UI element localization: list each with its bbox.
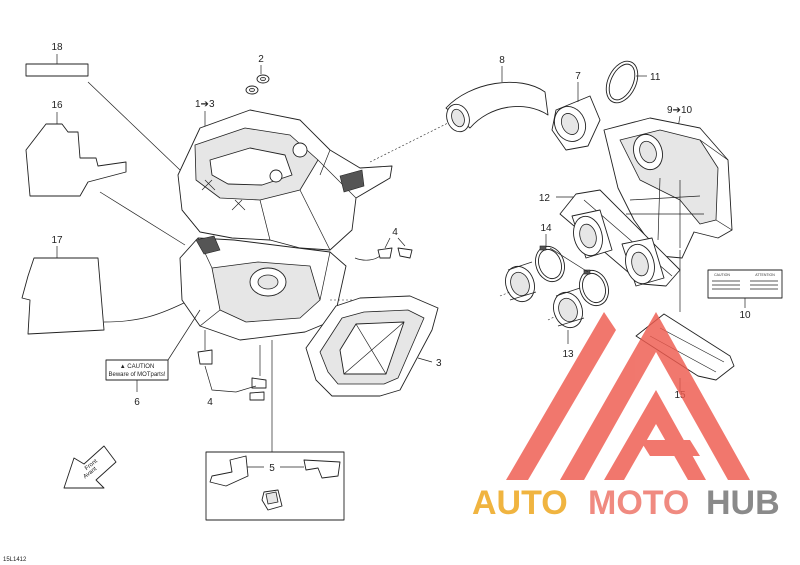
- callout-6: 6: [134, 397, 140, 408]
- caution-text: Beware of MOTparts!: [108, 372, 165, 378]
- callout-15: 15: [674, 390, 686, 401]
- callout-11: 11: [650, 72, 661, 83]
- part-1-3-airbox-housing: 1➔3: [177, 99, 451, 341]
- part-12-flange-plate: 12: [539, 189, 681, 287]
- part-8-intake-duct: 8: [445, 55, 549, 133]
- callout-16: 16: [51, 100, 63, 111]
- diagram-code: 15L1412: [3, 557, 27, 563]
- caution-heading: ▲ CAUTION: [120, 364, 155, 370]
- part-18-decal: 18: [25, 42, 181, 171]
- callout-8: 8: [499, 55, 505, 66]
- callout-3: 3: [436, 358, 442, 369]
- callout-9-to-10: 9➔10: [667, 105, 693, 116]
- part-5-hardware-box: 5: [205, 340, 345, 521]
- part-11-o-ring: 11: [605, 60, 661, 104]
- callout-12: 12: [539, 193, 551, 204]
- front-direction-arrow: Front Avant: [63, 445, 117, 489]
- part-3-filter-frame: 3: [305, 295, 442, 397]
- watermark-logo: [506, 312, 750, 480]
- watermark-auto: AUTO: [472, 484, 568, 522]
- callout-17: 17: [51, 235, 63, 246]
- watermark-hub: HUB: [706, 484, 780, 522]
- part-9-10-intake-housing: 9➔10: [603, 105, 733, 259]
- decal-caution: CAUTION: [714, 273, 730, 277]
- part-4-clips-lower: 4: [197, 330, 267, 408]
- part-6-caution-decal: ▲ CAUTION Beware of MOTparts! 6: [105, 309, 201, 408]
- watermark-text: AUTO MOTO HUB: [472, 484, 780, 522]
- callout-14: 14: [540, 223, 552, 234]
- watermark-moto: MOTO: [588, 484, 689, 522]
- part-16-sticker: 16: [25, 100, 186, 246]
- part-4-clips-upper: 4: [354, 227, 413, 261]
- callout-5: 5: [269, 463, 275, 474]
- callout-2: 2: [258, 54, 264, 65]
- callout-10: 10: [739, 310, 751, 321]
- part-13-boots: 13: [499, 261, 585, 360]
- part-7-adapter: 7: [551, 71, 601, 151]
- callout-13: 13: [562, 349, 574, 360]
- part-17-sticker: 17: [21, 235, 191, 335]
- callout-4-upper: 4: [392, 227, 398, 238]
- callout-7: 7: [575, 71, 581, 82]
- decal-attention: ATTENTION: [755, 273, 775, 277]
- callout-4-lower: 4: [207, 397, 213, 408]
- callout-1-to-3: 1➔3: [195, 99, 215, 110]
- part-2-grommets: 2: [245, 54, 270, 95]
- callout-18: 18: [51, 42, 63, 53]
- part-14-clamps: 14: [535, 223, 609, 307]
- part-10-warning-decal: CAUTION ATTENTION 10: [707, 269, 783, 321]
